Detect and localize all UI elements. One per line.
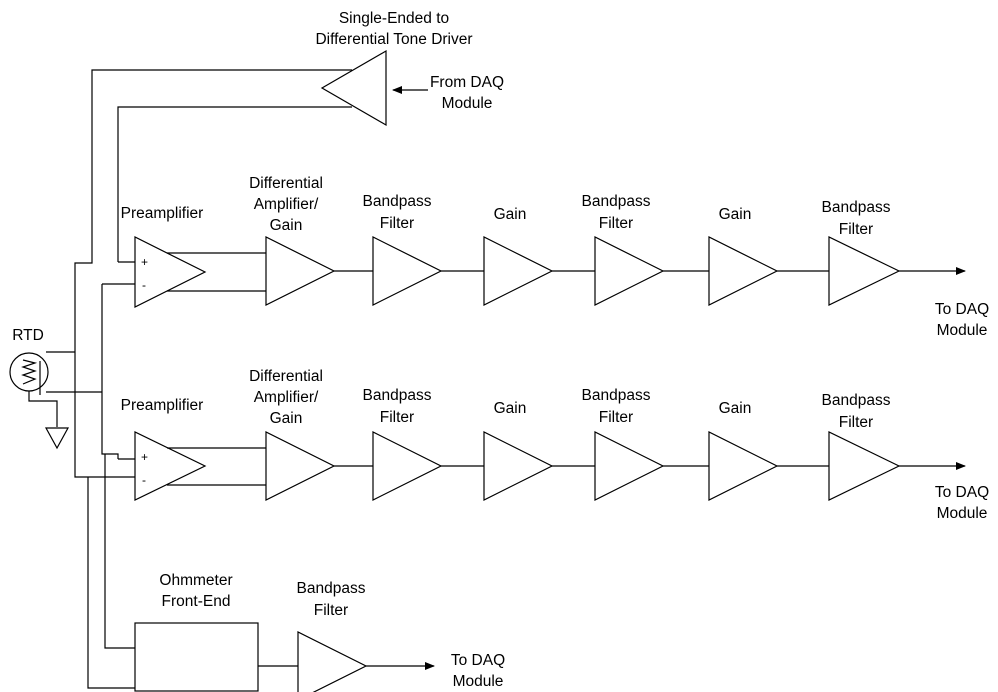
rtd-resistor-zigzag	[21, 359, 38, 385]
diffamp-label-line2: Amplifier/	[254, 389, 319, 406]
tone-driver: Single-Ended to Differential Tone Driver…	[315, 10, 504, 127]
gain1-label: Gain	[494, 400, 527, 417]
gain1-label: Gain	[494, 206, 527, 223]
gain2-triangle	[708, 236, 779, 306]
ohmmeter-to-daq-label-line2: Module	[453, 673, 504, 690]
gain2-triangle	[708, 431, 779, 501]
preamp-triangle	[134, 431, 207, 501]
minus-sign: -	[142, 473, 146, 487]
bandpass1-label-line1: Bandpass	[363, 387, 432, 404]
diffamp-label-line3: Gain	[270, 217, 303, 234]
ohmmeter-bandpass-label-line1: Bandpass	[297, 580, 366, 597]
rtd-sensor: RTD	[9, 327, 102, 450]
tone-driver-label-line1: Single-Ended to	[339, 10, 449, 27]
gain2-label: Gain	[719, 400, 752, 417]
bandpass3-label-line1: Bandpass	[822, 392, 891, 409]
tone-driver-triangle	[320, 49, 387, 127]
ohmmeter-bandpass-label-line2: Filter	[314, 602, 348, 619]
bandpass2-label-line2: Filter	[599, 409, 633, 426]
to-daq-label-line2: Module	[937, 322, 988, 339]
preamp-label: Preamplifier	[121, 205, 204, 222]
gain1-triangle	[483, 431, 554, 501]
bandpass1-triangle	[372, 431, 443, 501]
bandpass3-label-line2: Filter	[839, 221, 873, 238]
to-daq-label-line2: Module	[937, 505, 988, 522]
ohmmeter-to-daq-label-line1: To DAQ	[451, 652, 505, 669]
diffamp-label-line2: Amplifier/	[254, 196, 319, 213]
ohmmeter-bandpass-triangle	[297, 631, 368, 692]
excitation-wires	[74, 69, 352, 478]
diffamp-triangle	[265, 236, 336, 306]
channel-bottom: Preamplifier + - Differential Amplifier/…	[121, 368, 989, 522]
diffamp-triangle	[265, 431, 336, 501]
bandpass2-triangle	[594, 236, 665, 306]
tone-driver-label-line2: Differential Tone Driver	[315, 31, 472, 48]
ground-icon	[44, 427, 70, 450]
bandpass1-label-line2: Filter	[380, 409, 414, 426]
gain1-triangle	[483, 236, 554, 306]
diffamp-label-line3: Gain	[270, 410, 303, 427]
diffamp-label-line1: Differential	[249, 175, 323, 192]
bandpass3-label-line1: Bandpass	[822, 199, 891, 216]
channel-top: Preamplifier + - Differential Amplifier/…	[121, 175, 989, 339]
bandpass1-triangle	[372, 236, 443, 306]
from-daq-label-line2: Module	[442, 95, 493, 112]
bandpass2-triangle	[594, 431, 665, 501]
rtd-label: RTD	[12, 327, 44, 344]
rtd-circle	[9, 352, 49, 392]
bandpass2-label-line1: Bandpass	[582, 193, 651, 210]
bandpass1-label-line2: Filter	[380, 215, 414, 232]
gain2-label: Gain	[719, 206, 752, 223]
bandpass2-label-line1: Bandpass	[582, 387, 651, 404]
sense-wires	[87, 261, 135, 689]
ohmmeter-label-line1: Ohmmeter	[159, 572, 232, 589]
to-daq-label-line1: To DAQ	[935, 484, 989, 501]
ohmmeter-label-line2: Front-End	[162, 593, 231, 610]
bandpass2-label-line2: Filter	[599, 215, 633, 232]
plus-sign: +	[141, 450, 148, 464]
from-daq-label-line1: From DAQ	[430, 74, 504, 91]
diffamp-label-line1: Differential	[249, 368, 323, 385]
ohmmeter-chain: Ohmmeter Front-End Bandpass Filter To DA…	[134, 572, 505, 692]
preamp-triangle	[134, 236, 207, 308]
bandpass3-triangle	[828, 236, 901, 306]
to-daq-label-line1: To DAQ	[935, 301, 989, 318]
bandpass3-label-line2: Filter	[839, 414, 873, 431]
bandpass1-label-line1: Bandpass	[363, 193, 432, 210]
preamp-label: Preamplifier	[121, 397, 204, 414]
ohmmeter-box	[134, 622, 259, 692]
bandpass3-triangle	[828, 431, 901, 501]
plus-sign: +	[141, 255, 148, 269]
minus-sign: -	[142, 278, 146, 292]
